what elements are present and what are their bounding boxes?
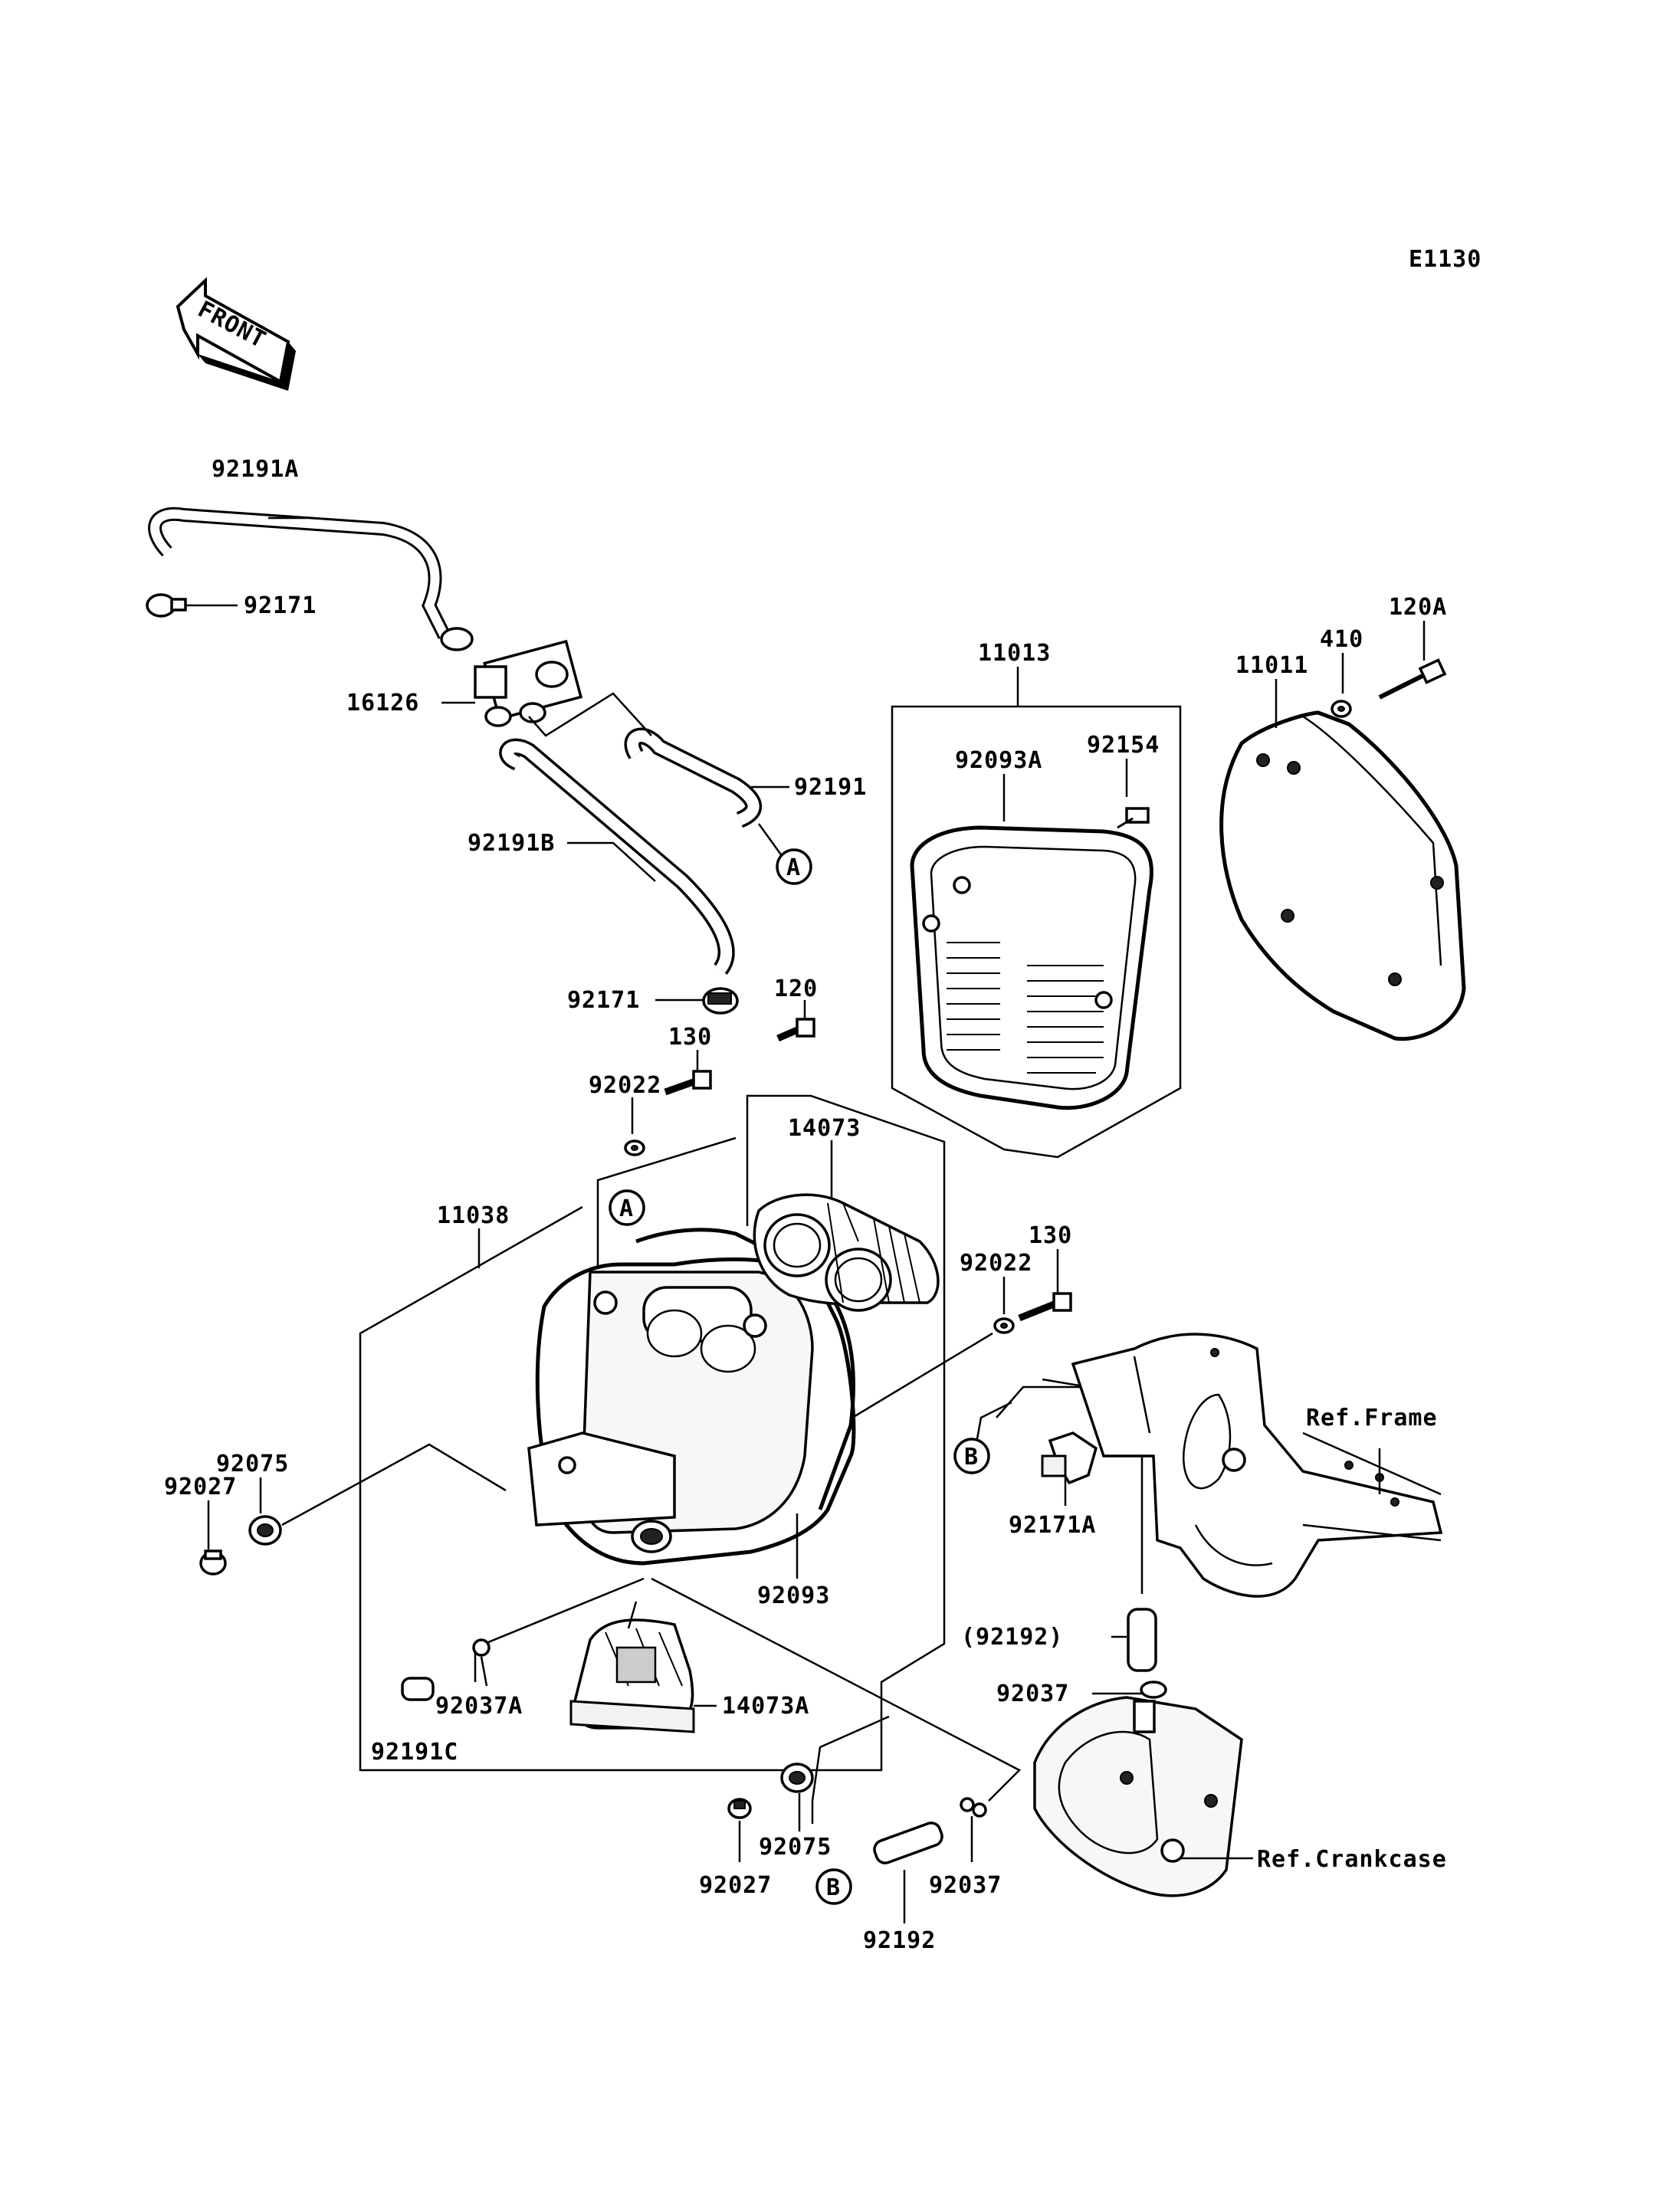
clamp-92037-right [1140,1681,1167,1699]
label-ref-crankcase: Ref.Crankcase [1257,1846,1447,1873]
airbox-11038 [527,1257,856,1566]
label-92027-left: 92027 [164,1474,237,1500]
label-92037A: 92037A [435,1693,523,1720]
svg-text:B: B [964,1444,979,1471]
label-92191: 92191 [794,774,867,801]
hose-92191 [624,727,763,828]
grommet-92075-left [248,1515,282,1546]
label-92192-paren: (92192) [961,1624,1063,1651]
bolt-120A [1378,658,1447,700]
callout-b-right: B [815,1868,852,1905]
diagram-code: E1130 [1409,246,1481,273]
label-92022-mid: 92022 [960,1250,1032,1277]
washer-410 [1331,700,1352,718]
label-11013: 11013 [978,640,1051,667]
frame-reference-drawing [1071,1333,1443,1598]
callout-b-left: B [953,1438,990,1474]
label-11011: 11011 [1235,652,1308,679]
duct-14073 [753,1193,940,1312]
front-arrow-icon: FRONT [176,277,296,391]
svg-text:A: A [619,1195,634,1222]
label-92075-left: 92075 [216,1451,289,1477]
hose-92191C [401,1677,435,1701]
bolt-120 [776,1018,815,1042]
label-92093A: 92093A [955,747,1042,774]
bolt-130-mid [1018,1292,1072,1322]
label-130-mid: 130 [1029,1222,1072,1249]
label-410: 410 [1320,626,1363,653]
hose-92192-vertical [1127,1608,1157,1672]
callout-a-top: A [776,848,812,885]
cap-92027-left [199,1549,227,1576]
washer-92022-mid [993,1317,1015,1334]
label-92037-bottom: 92037 [929,1872,1002,1899]
label-120A: 120A [1389,594,1447,621]
label-92022-top: 92022 [589,1072,661,1099]
svg-text:B: B [826,1874,841,1901]
label-92192-bottom: 92192 [863,1927,936,1954]
clamp-92037-bottom [960,1797,987,1818]
label-92075-bottom: 92075 [759,1834,832,1861]
clamp-92171-mid [702,987,739,1015]
label-92093: 92093 [757,1582,830,1609]
clamp-92037A [472,1638,491,1657]
valve-16126 [474,639,583,727]
label-92027-bottom: 92027 [699,1872,772,1899]
label-92171-top: 92171 [244,592,317,619]
label-14073A: 14073A [722,1693,809,1720]
cap-92027-bottom [727,1798,752,1819]
callout-a-mid: A [609,1189,645,1226]
bolt-130-top [664,1070,712,1096]
washer-92022-top [624,1139,645,1156]
label-ref-frame: Ref.Frame [1306,1405,1438,1431]
filter-element-92093A [910,825,1153,1110]
grommet-92075-bottom [780,1763,814,1793]
label-11038: 11038 [437,1202,510,1229]
label-92191C: 92191C [371,1739,458,1766]
clamp-92171-top [146,593,187,618]
label-92171-mid: 92171 [567,987,640,1014]
label-92037-right: 92037 [996,1681,1069,1707]
hose-92191A [148,507,474,651]
crankcase-reference-drawing [1033,1696,1243,1897]
label-14073: 14073 [788,1115,861,1142]
intake-14073A [569,1618,695,1733]
label-16126: 16126 [346,690,419,716]
label-92191B: 92191B [468,830,555,857]
label-92191A: 92191A [212,456,299,483]
cover-11011 [1219,710,1466,1041]
label-120: 120 [774,976,818,1002]
hose-92192-bottom [873,1822,943,1864]
label-130-top: 130 [668,1024,712,1051]
svg-text:A: A [786,854,801,881]
label-92171A: 92171A [1009,1512,1096,1539]
label-92154: 92154 [1087,732,1160,759]
hose-92191B [499,738,735,975]
clip-92171A [1041,1431,1098,1485]
screw-92154 [1117,807,1150,829]
